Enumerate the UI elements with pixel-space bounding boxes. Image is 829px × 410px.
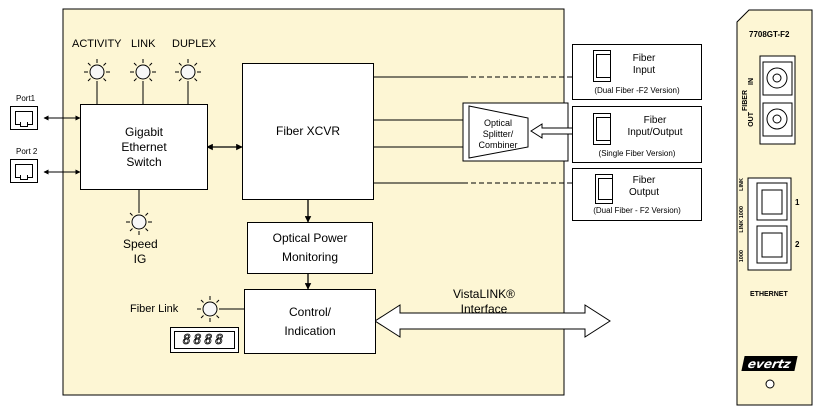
card-link-label: LINK — [739, 178, 745, 191]
card-link1000-label: LINK 1000 — [739, 206, 745, 233]
led-duplex-icon — [175, 59, 201, 85]
fiber-xcvr-block: Fiber XCVR — [242, 63, 374, 200]
speed-label: Speed IG — [123, 237, 158, 267]
vistalink-label-1: VistaLINK® — [453, 287, 515, 301]
card-fiber-label: FIBER — [742, 90, 749, 111]
card-port1-number: 1 — [795, 198, 800, 207]
splitter-label-1: Optical — [483, 118, 512, 128]
switch-label-3: Switch — [126, 154, 162, 169]
port2-icon — [10, 159, 38, 183]
vistalink-label: VistaLINK® Interface — [447, 287, 521, 317]
card-brand-text: evertz — [746, 356, 793, 371]
control-label-2: Indication — [284, 323, 336, 338]
segment-display-value: 8888 — [182, 332, 227, 348]
vistalink-arrow — [374, 304, 611, 338]
led-fiber-link-icon — [197, 296, 223, 322]
fiber-input-connector-inner — [596, 54, 610, 78]
switch-label-2: Ethernet — [121, 139, 167, 154]
fiber-link-label: Fiber Link — [130, 303, 179, 315]
fiber-input-note: (Dual Fiber -F2 Version) — [594, 86, 680, 95]
fiber-io-box: Fiber Input/Output (Single Fiber Version… — [572, 106, 702, 163]
port2-label: Port 2 — [16, 147, 38, 156]
fiber-input-label-1: Fiber — [632, 53, 656, 64]
fiber-output-connector-inner — [598, 178, 612, 200]
switch-label-1: Gigabit — [124, 124, 164, 139]
led-activity-icon — [84, 59, 110, 85]
led-duplex-label: DUPLEX — [172, 38, 217, 50]
speed-label-line2: IG — [133, 252, 147, 266]
card-port2-number: 2 — [795, 240, 800, 249]
splitter-label: Optical Splitter/ Combiner — [472, 118, 524, 151]
splitter-label-3: Combiner — [478, 140, 518, 150]
fiber-input-box: Fiber Input (Dual Fiber -F2 Version) — [572, 44, 702, 100]
card-1000-label: 1000 — [739, 250, 745, 263]
control-indication-block: Control/ Indication — [244, 289, 376, 354]
segment-display: 8888 — [170, 327, 239, 353]
fiber-io-label-2: Input/Output — [627, 127, 683, 138]
card-in-label: IN — [748, 78, 755, 85]
fiber-output-note: (Dual Fiber - F2 Version) — [593, 206, 681, 215]
fiber-lines — [372, 76, 583, 184]
fiber-io-label-1: Fiber — [643, 115, 667, 126]
ethernet-switch-block: Gigabit Ethernet Switch — [80, 104, 208, 190]
card-brand-logo: evertz — [741, 356, 798, 371]
optical-power-monitoring-block: Optical Power Monitoring — [247, 222, 373, 274]
card-model-label: 7708GT-F2 — [749, 30, 790, 39]
fiber-io-note: (Single Fiber Version) — [598, 149, 676, 158]
fiber-output-box: Fiber Output (Dual Fiber - F2 Version) — [572, 168, 702, 221]
control-label-1: Control/ — [288, 304, 332, 319]
led-activity-label: ACTIVITY — [72, 38, 122, 50]
vistalink-label-2: Interface — [460, 302, 508, 316]
fiber-io-connector-inner — [596, 117, 610, 141]
xcvr-label: Fiber XCVR — [275, 124, 340, 138]
port1-icon — [10, 106, 38, 130]
led-link-icon — [130, 59, 156, 85]
card-ethernet-label: ETHERNET — [750, 291, 788, 298]
fiber-output-label-2: Output — [628, 187, 660, 198]
card-out-label: OUT — [748, 112, 755, 127]
fiber-output-label-1: Fiber — [632, 175, 656, 186]
monitor-label-1: Optical Power — [272, 231, 348, 245]
speed-label-line1: Speed — [123, 237, 158, 251]
led-wires — [96, 85, 244, 310]
splitter-shape — [468, 105, 529, 159]
led-speed-icon — [126, 209, 152, 235]
port1-label: Port1 — [16, 94, 36, 103]
monitor-label-2: Monitoring — [281, 250, 338, 264]
splitter-label-2: Splitter/ — [482, 129, 514, 139]
led-link-label: LINK — [131, 38, 156, 50]
fiber-input-label-2: Input — [632, 65, 656, 76]
card-hole — [765, 379, 775, 389]
